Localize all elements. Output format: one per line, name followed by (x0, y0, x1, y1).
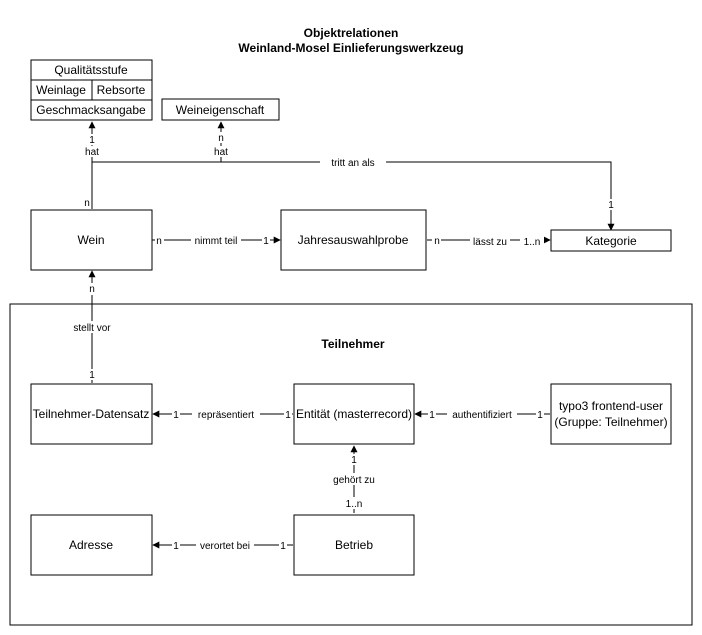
teilnehmer-container-label: Teilnehmer (321, 337, 384, 351)
edge-label-verortet-bei: verortet bei (200, 541, 250, 552)
diagram-title-line-1: Objektrelationen (303, 26, 399, 40)
node-jahresauswahlprobe-box[interactable]: Jahresauswahlprobe (280, 209, 427, 271)
card-wein-nimmt-teil-from: n (156, 236, 162, 247)
card-verortet-bei-to: 1 (173, 541, 179, 552)
node-teilnehmer-datensatz: Teilnehmer-Datensatz (33, 407, 150, 421)
node-geschmacksangabe: Geschmacksangabe (36, 103, 146, 117)
node-adresse-box[interactable]: Adresse (30, 514, 153, 576)
edge-label-wein-qualitaet: hat (85, 147, 99, 158)
card-repraesentiert-to: 1 (173, 410, 179, 421)
card-nimmt-teil-to: 1 (263, 236, 269, 247)
node-kategorie: Kategorie (585, 234, 637, 248)
node-wein: Wein (77, 233, 104, 247)
node-weineigenschaft-box[interactable]: Weineigenschaft (161, 98, 280, 121)
card-verortet-bei-from: 1 (280, 541, 286, 552)
node-typo3-line1: typo3 frontend-user (559, 399, 663, 413)
node-entitaet-box[interactable]: Entität (masterrecord) (293, 383, 415, 445)
node-weinlage: Weinlage (36, 83, 86, 97)
node-kategorie-box[interactable]: Kategorie (550, 229, 672, 252)
node-betrieb: Betrieb (335, 538, 373, 552)
card-wein-qualitaet-to: 1 (89, 135, 95, 146)
card-wein-qualitaet-from: n (84, 198, 90, 209)
edge-label-repraesentiert: repräsentiert (198, 410, 254, 421)
card-authentifiziert-to: 1 (429, 410, 435, 421)
card-gehoert-zu-from: 1..n (346, 499, 363, 510)
node-typo3-box[interactable]: typo3 frontend-user (Gruppe: Teilnehmer) (550, 383, 672, 445)
card-weineigenschaft-to: n (218, 133, 224, 144)
node-betrieb-box[interactable]: Betrieb (293, 514, 415, 576)
node-rebsorte: Rebsorte (97, 83, 146, 97)
node-typo3-line2: (Gruppe: Teilnehmer) (554, 415, 667, 429)
node-qualitaetsstufe: Qualitätsstufe (54, 63, 128, 77)
node-teilnehmer-datensatz-box[interactable]: Teilnehmer-Datensatz (30, 383, 153, 445)
card-laesst-zu-to: 1..n (524, 237, 541, 248)
node-qualitaetsstufe-group[interactable]: Qualitätsstufe Weinlage Rebsorte Geschma… (30, 59, 153, 121)
node-adresse: Adresse (69, 538, 113, 552)
card-laesst-zu-from: n (434, 236, 440, 247)
node-entitaet: Entität (masterrecord) (296, 407, 412, 421)
node-weineigenschaft: Weineigenschaft (176, 103, 265, 117)
card-stellt-vor-to: n (89, 284, 95, 295)
card-kategorie-tritt-an-als: 1 (608, 200, 614, 211)
edge-label-gehoert-zu: gehört zu (333, 475, 375, 486)
card-stellt-vor-from: 1 (89, 370, 95, 381)
edge-label-laesst-zu: lässt zu (473, 237, 507, 248)
edge-label-nimmt-teil: nimmt teil (195, 236, 238, 247)
edge-label-weineigenschaft: hat (214, 147, 228, 158)
card-authentifiziert-from: 1 (537, 410, 543, 421)
node-wein-box[interactable]: Wein (30, 209, 153, 271)
diagram-title-line-2: Weinland-Mosel Einlieferungswerkzeug (238, 41, 464, 55)
edge-label-tritt-an-als: tritt an als (331, 158, 374, 169)
edge-label-stellt-vor: stellt vor (73, 323, 111, 334)
card-repraesentiert-from: 1 (285, 410, 291, 421)
card-gehoert-zu-to: 1 (351, 455, 357, 466)
node-jahresauswahlprobe: Jahresauswahlprobe (298, 233, 409, 247)
edge-label-authentifiziert: authentifiziert (452, 410, 512, 421)
